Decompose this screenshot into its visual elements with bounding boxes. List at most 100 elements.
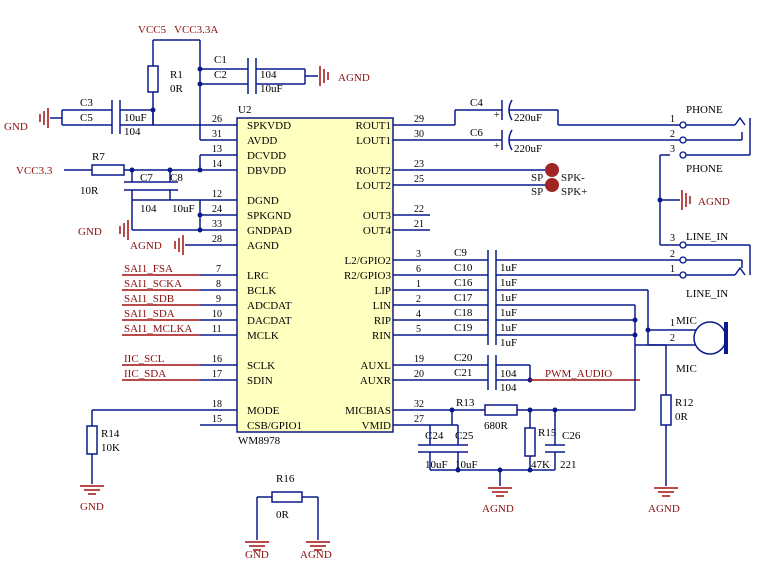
pin-name-adcdat: ADCDAT: [247, 300, 292, 312]
digital-interface-nets: SAI1_FSA SAI1_SCKA SAI1_SDB SAI1_SDA SAI…: [122, 263, 200, 381]
phone-pin-1: 1: [670, 114, 675, 125]
agnd-symbol-vmid: [488, 487, 512, 497]
pin-num-25: 25: [414, 174, 424, 185]
r15-value: 47K: [531, 459, 550, 471]
pin-name-rip: RIP: [374, 315, 391, 327]
resistor-r12: [660, 394, 672, 426]
c5-value: 104: [124, 126, 141, 138]
gnd-symbol-mid: [119, 220, 129, 240]
pin-num-28: 28: [212, 234, 222, 245]
r14-value: 10K: [101, 442, 120, 454]
net-sai1-fsa: SAI1_FSA: [124, 263, 173, 275]
agnd-symbol-mid: [174, 235, 184, 255]
line-in-label-top: LINE_IN: [686, 231, 728, 243]
c7-value: 104: [140, 203, 157, 215]
pin-name-auxl: AUXL: [360, 360, 391, 372]
pin-num-3: 3: [416, 249, 421, 260]
pin-name-lrc: LRC: [247, 270, 268, 282]
c17-value: 1uF: [500, 307, 517, 319]
pin-num-23: 23: [414, 159, 424, 170]
agnd-symbol-phone: [681, 190, 691, 210]
net-label-vcc33a: VCC3.3A: [174, 24, 218, 36]
mic-label-top: MIC: [676, 315, 697, 327]
resistor-r7: [91, 164, 125, 176]
sp1-label: SP: [531, 172, 543, 184]
net-iic-sda: IIC_SDA: [124, 368, 166, 380]
ic-right-pin-names: ROUT1 LOUT1 ROUT2 LOUT2 OUT3 OUT4 L2/GPI…: [344, 120, 392, 432]
pin-name-vmid: VMID: [362, 420, 391, 432]
line-in-label-bottom: LINE_IN: [686, 288, 728, 300]
pin-num-15: 15: [212, 414, 222, 425]
c25-ref: C25: [455, 430, 474, 442]
r7-value: 10R: [80, 185, 99, 197]
pin-name-rin: RIN: [372, 330, 391, 342]
pin-name-sdin: SDIN: [247, 375, 273, 387]
pin-name-lip: LIP: [375, 285, 392, 297]
pin-num-11: 11: [212, 324, 222, 335]
pin-name-dacdat: DACDAT: [247, 315, 292, 327]
pin-num-8: 8: [216, 279, 221, 290]
c9-value: 1uF: [500, 262, 517, 274]
mic-pin-1: 1: [670, 318, 675, 329]
micbias-vmid-section: R13 680R C24 C25 10uF 10uF R15 47K C26 2…: [418, 345, 636, 515]
power-supply-section: VCC5 VCC3.3A R1 0R C1 C2 104 10uF: [4, 24, 370, 255]
c18-ref: C18: [454, 307, 473, 319]
net-label-vcc5: VCC5: [138, 24, 167, 36]
sp2-label: SP: [531, 186, 543, 198]
line-in-pin-1: 1: [670, 264, 675, 275]
r13-value: 680R: [484, 420, 509, 432]
c26-ref: C26: [562, 430, 581, 442]
pin-num-6: 6: [416, 264, 421, 275]
net-sai1-sda: SAI1_SDA: [124, 308, 175, 320]
gnd-label-mid: GND: [78, 226, 102, 238]
speaker-output: SP SP SPK- SPK+: [430, 163, 587, 198]
r14-ref: R14: [101, 428, 120, 440]
ic-left-pin-names: SPKVDD AVDD DCVDD DBVDD DGND SPKGND GNDP…: [247, 120, 302, 432]
mic-input-section: C16 C17 C18 C19 1uF 1uF 1uF 1uF 1uF MIC …: [430, 277, 728, 515]
ic-right-pin-stubs: [393, 124, 430, 426]
pin-name-spkgnd: SPKGND: [247, 210, 291, 222]
r12-value: 0R: [675, 411, 689, 423]
pin-name-dgnd: DGND: [247, 195, 279, 207]
resistor-r16: [271, 491, 303, 503]
agnd-label-mid: AGND: [130, 240, 162, 252]
c3-value: 10uF: [124, 112, 147, 124]
pin-num-21: 21: [414, 219, 424, 230]
aux-input-section: C20 C21 104 104 PWM_AUDIO: [430, 352, 640, 394]
pin-name-gndpad: GNDPAD: [247, 225, 292, 237]
pin-name-csb-gpio1: CSB/GPIO1: [247, 420, 302, 432]
speaker-terminal-plus: [545, 178, 559, 192]
net-sai1-scka: SAI1_SCKA: [124, 278, 182, 290]
pin-name-mode: MODE: [247, 405, 280, 417]
agnd-symbol-r12: [654, 487, 678, 497]
c8-ref: C8: [170, 172, 183, 184]
c7-ref: C7: [140, 172, 153, 184]
agnd-symbol-top: [319, 66, 329, 86]
pin-num-7: 7: [216, 264, 221, 275]
c5-ref: C5: [80, 112, 93, 124]
pin-num-13: 13: [212, 144, 222, 155]
c10-ref: C10: [454, 262, 473, 274]
gnd-symbol-r16: [245, 541, 269, 551]
capacitor-c1-c2: [247, 58, 318, 94]
net-pwm-audio: PWM_AUDIO: [545, 368, 612, 380]
c4-plus: +: [494, 110, 500, 121]
pin-name-rout2: ROUT2: [356, 165, 391, 177]
spk-minus-label: SPK-: [561, 172, 585, 184]
pin-num-20: 20: [414, 369, 424, 380]
agnd-label-r12: AGND: [648, 503, 680, 515]
ic-part-number: WM8978: [238, 435, 281, 447]
pin-num-4: 4: [416, 309, 421, 320]
pin-num-29: 29: [414, 114, 424, 125]
c26-value: 221: [560, 459, 577, 471]
r13-ref: R13: [456, 397, 475, 409]
phone-label-top: PHONE: [686, 104, 723, 116]
mic-label-bottom: MIC: [676, 363, 697, 375]
r15-ref: R15: [538, 427, 557, 439]
c2-value: 10uF: [260, 83, 283, 95]
net-sai1-mclka: SAI1_MCLKA: [124, 323, 193, 335]
gnd-symbol-r14: [80, 485, 104, 495]
mode-pulldown: R14 10K GND: [80, 409, 200, 513]
pin-name-out4: OUT4: [363, 225, 392, 237]
